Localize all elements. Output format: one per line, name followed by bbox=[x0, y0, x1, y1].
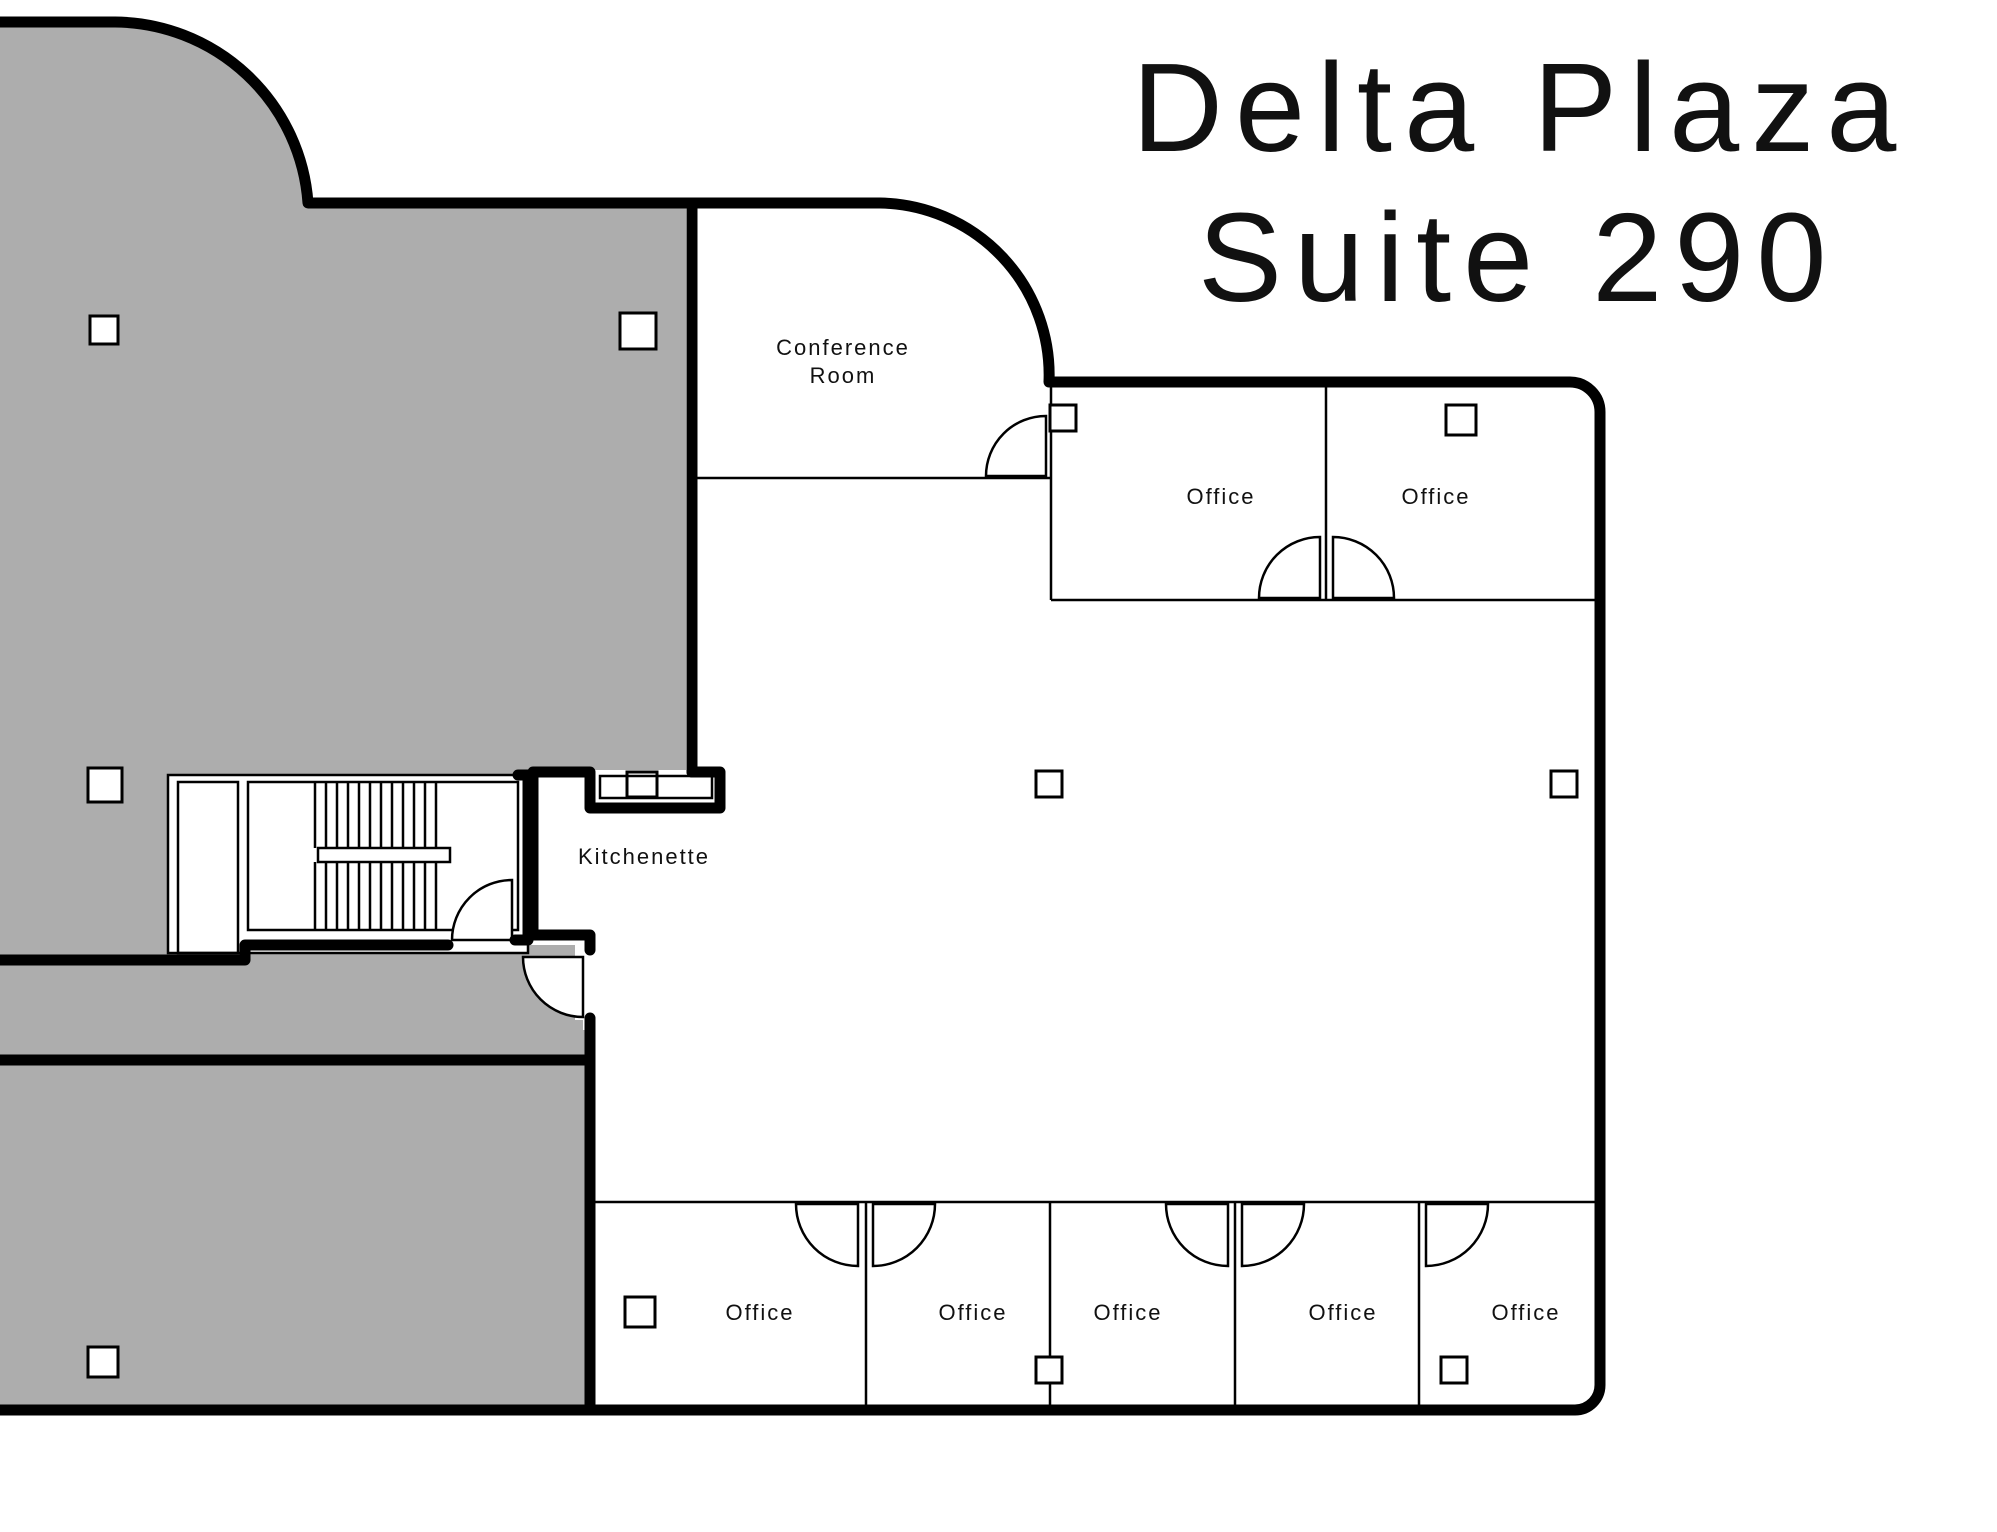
column bbox=[1048, 403, 1078, 433]
column bbox=[618, 311, 658, 351]
office-label-bottom-1: Office bbox=[725, 1300, 794, 1325]
kitchenette-label: Kitchenette bbox=[578, 844, 710, 869]
office-label-top-left: Office bbox=[1186, 484, 1255, 509]
suite-exterior-wall bbox=[0, 197, 1606, 1416]
office-label-top-right: Office bbox=[1401, 484, 1470, 509]
stairwell-door bbox=[450, 878, 514, 942]
counter bbox=[598, 774, 714, 800]
stair-east-wall bbox=[509, 769, 534, 946]
office-label-bottom-5: Office bbox=[1491, 1300, 1560, 1325]
column bbox=[1439, 1355, 1469, 1385]
columns bbox=[86, 311, 1579, 1385]
neighbor-area-lower bbox=[0, 1060, 590, 1410]
neighbor-area-upper bbox=[0, 21, 686, 966]
column bbox=[88, 314, 120, 346]
suite-area bbox=[535, 210, 1600, 1410]
column bbox=[86, 766, 124, 804]
column bbox=[1444, 403, 1478, 437]
office-bottom-5-door bbox=[1424, 1202, 1490, 1268]
corridor-door bbox=[521, 955, 585, 1019]
kitchen-alcove-wall bbox=[527, 766, 726, 956]
column bbox=[623, 1295, 657, 1329]
stair-landing bbox=[246, 780, 520, 932]
title-building: Delta Plaza bbox=[1132, 37, 1909, 178]
stair-handrail bbox=[316, 846, 452, 864]
office-bottom-3-door bbox=[1164, 1202, 1230, 1268]
office-top-left-door bbox=[1257, 535, 1322, 600]
column bbox=[1034, 769, 1064, 799]
conference-room-label-1: Conference bbox=[776, 335, 910, 360]
office-label-bottom-2: Office bbox=[938, 1300, 1007, 1325]
stair-south-wall bbox=[0, 939, 454, 966]
column bbox=[1034, 1355, 1064, 1385]
office-top-right-door bbox=[1331, 535, 1396, 600]
title-suite: Suite 290 bbox=[1198, 187, 1839, 328]
column bbox=[86, 1345, 120, 1379]
column bbox=[1549, 769, 1579, 799]
office-bottom-4-door bbox=[1240, 1202, 1306, 1268]
stair-treads bbox=[313, 782, 438, 930]
office-label-bottom-4: Office bbox=[1308, 1300, 1377, 1325]
office-bottom-2-door bbox=[871, 1202, 937, 1268]
conference-room-label-2: Room bbox=[810, 363, 877, 388]
neighbor-top-wall bbox=[0, 16, 698, 778]
stairwell-inner bbox=[176, 780, 240, 955]
office-bottom-1-door bbox=[794, 1202, 860, 1268]
neighbor-corridor bbox=[0, 945, 590, 1060]
office-label-bottom-3: Office bbox=[1093, 1300, 1162, 1325]
conference-door bbox=[984, 414, 1048, 478]
